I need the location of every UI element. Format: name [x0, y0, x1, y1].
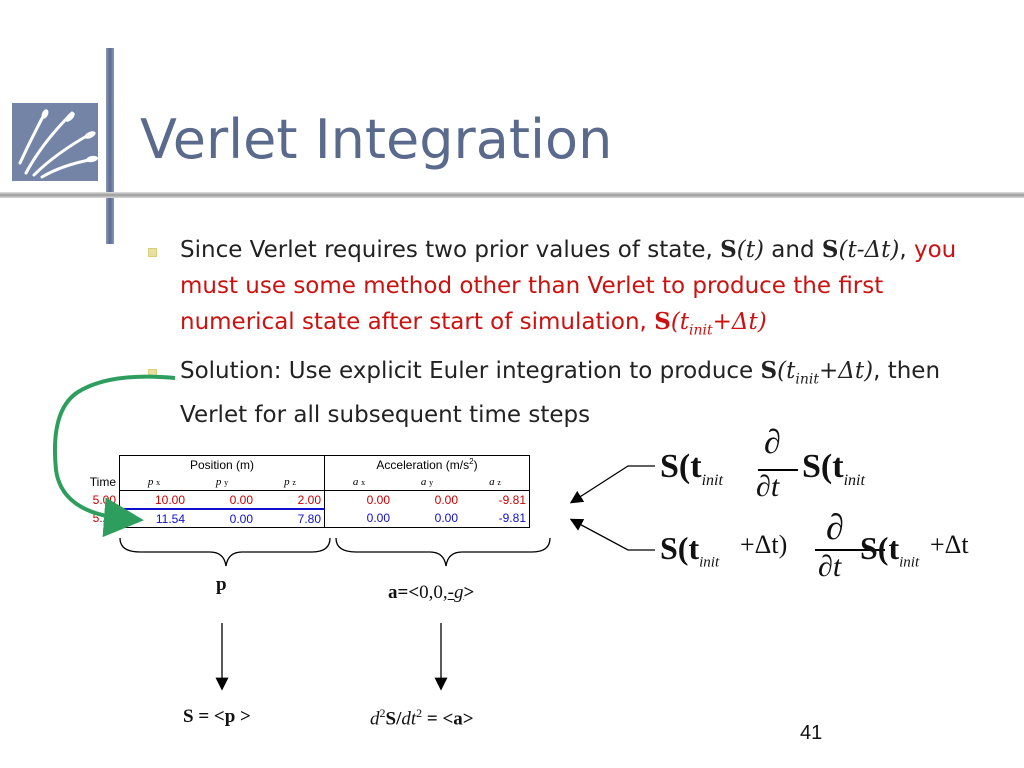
- bullet-1-red-text: you must use some method other than Verl…: [180, 237, 957, 335]
- cell-az: -9.81: [461, 509, 530, 528]
- cell-pz: 7.80: [256, 508, 325, 528]
- quill-logo-icon: [12, 103, 98, 181]
- equation-2-right: S(tinit: [860, 530, 920, 571]
- bullet-list: Since Verlet requires two prior values o…: [146, 232, 996, 437]
- bullet-item-2: Solution: Use explicit Euler integration…: [146, 353, 996, 434]
- table-row: 5.00 10.00 0.00 2.00 0.00 0.00 -9.81: [60, 490, 530, 509]
- bullet-marker-icon: [148, 248, 157, 257]
- cell-ay: 0.00: [393, 490, 461, 509]
- state-symbol: S: [760, 356, 778, 384]
- spreadsheet-table: Position (m) Acceleration (m/s2) Time p …: [60, 455, 530, 528]
- state-sub: init: [795, 371, 819, 388]
- state-arg: (t: [670, 309, 690, 335]
- slide-number: 41: [800, 722, 823, 744]
- state-arg: (t): [736, 237, 764, 263]
- cell-py: 0.00: [188, 508, 256, 528]
- equation-2-numerator: ∂: [826, 507, 844, 547]
- cell-ax: 0.00: [324, 490, 393, 509]
- acceleration-group-header: Acceleration (m/s2): [324, 455, 530, 473]
- column-header-px: p x: [119, 473, 188, 491]
- label-state-derivative: d2S/dt2 = <a>: [370, 706, 474, 730]
- bullet-1-text: Since Verlet requires two prior values o…: [180, 237, 721, 263]
- equation-1-numerator: ∂: [764, 424, 781, 461]
- column-header-ax: a x: [324, 473, 393, 491]
- column-header-py: p y: [215, 475, 229, 488]
- cell-ax: 0.00: [324, 509, 393, 528]
- vertical-accent-bar: [106, 48, 114, 244]
- cell-px: 10.00: [119, 490, 188, 509]
- cell-py: 0.00: [188, 490, 256, 509]
- equation-2-right-plus: +Δt: [930, 530, 969, 559]
- bullet-2-text: Solution: Use explicit Euler integration…: [180, 357, 761, 384]
- bullet-1-and: and: [763, 237, 822, 263]
- label-state-vector: S = <p >: [183, 706, 251, 727]
- equation-2-denominator: ∂t: [818, 550, 842, 583]
- cell-ay: 0.00: [393, 509, 461, 528]
- bullet-1-comma: ,: [899, 237, 907, 263]
- state-arg: (t-Δt): [838, 237, 900, 263]
- state-symbol: S: [654, 308, 671, 335]
- horizontal-accent-bar: [0, 192, 1024, 198]
- cell-az: -9.81: [461, 490, 530, 509]
- state-symbol: S: [720, 236, 737, 263]
- equation-1-denominator: ∂t: [756, 470, 780, 503]
- state-symbol: S: [821, 236, 839, 263]
- table-column-header-row: Time p x p y p z a x a y a z: [60, 473, 530, 491]
- arrow-eq1-to-row1: [569, 465, 655, 504]
- position-brace: [119, 537, 331, 567]
- position-group-header: Position (m): [119, 455, 325, 473]
- equation-2-plus: +Δt): [740, 530, 788, 559]
- label-a: a=<0,0,-g>: [388, 582, 475, 603]
- column-header-ay: a y: [420, 475, 434, 488]
- table-group-header: Position (m) Acceleration (m/s2): [60, 455, 530, 473]
- column-header-az: a z: [461, 473, 530, 491]
- cell-pz: 2.00: [256, 490, 325, 509]
- state-arg: (t: [777, 357, 796, 384]
- equation-1-right: S(tinit: [802, 448, 865, 489]
- table-row: 5.20 11.54 0.00 7.80 0.00 0.00 -9.81: [60, 508, 530, 528]
- time-column-header: Time: [89, 474, 116, 489]
- label-p: p: [216, 574, 227, 595]
- state-sub: init: [689, 322, 713, 339]
- equation-1-left: S(tinit: [660, 448, 723, 489]
- state-arg: +Δt): [712, 309, 767, 335]
- slide-title: Verlet Integration: [140, 108, 613, 171]
- arrow-eq2-to-row2: [569, 518, 655, 551]
- column-header-pz: p z: [284, 475, 296, 488]
- acceleration-brace: [335, 537, 551, 567]
- bullet-item-1: Since Verlet requires two prior values o…: [146, 232, 996, 349]
- equation-2-left: S(tinit: [660, 530, 720, 571]
- state-arg: +Δt): [818, 357, 874, 384]
- green-curved-arrow: [52, 374, 176, 538]
- bullet-2-rest: , then Verlet for all subsequent time st…: [180, 357, 941, 429]
